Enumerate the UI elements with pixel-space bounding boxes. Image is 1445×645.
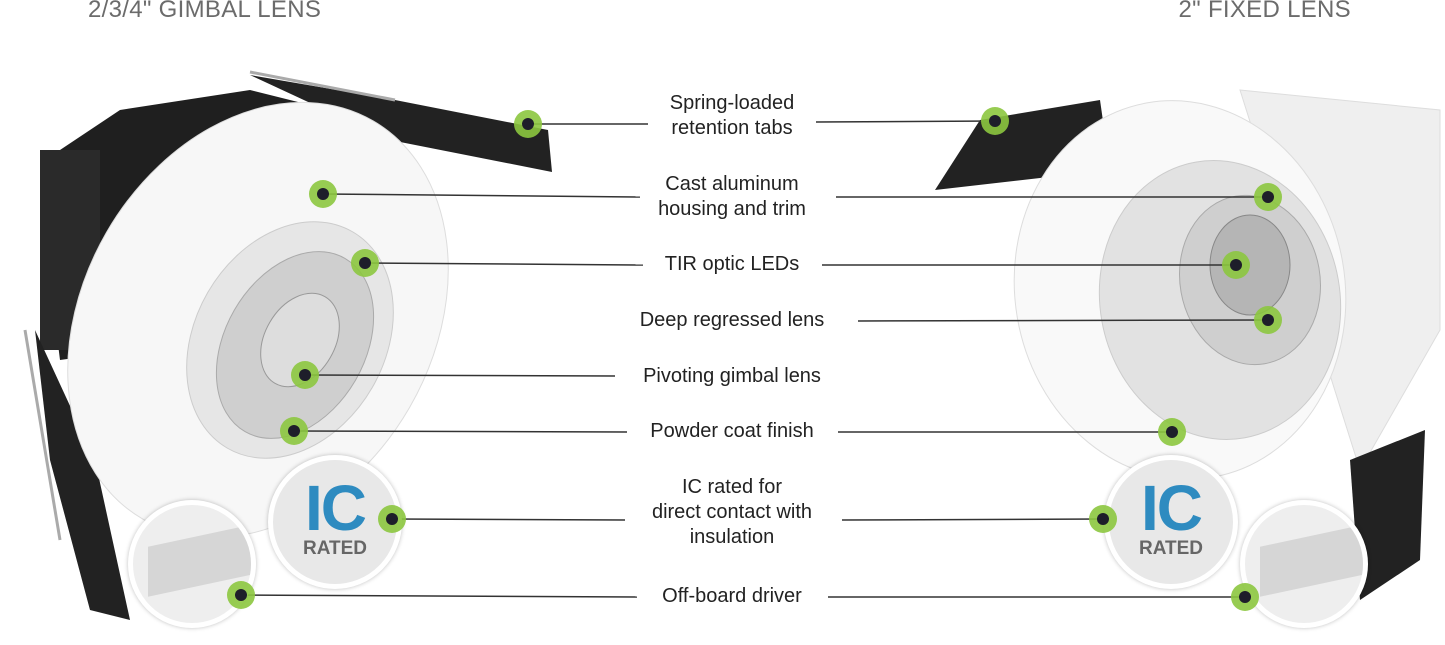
callout-dot	[514, 110, 542, 138]
feature-powder-coat: Powder coat finish	[650, 420, 814, 442]
callout-dot	[227, 581, 255, 609]
callout-dot	[378, 505, 406, 533]
rated-text: RATED	[1138, 538, 1204, 559]
gimbal-fixture	[23, 70, 552, 620]
callout-dot	[981, 107, 1009, 135]
callout-dot	[1231, 583, 1259, 611]
callout-dot	[351, 249, 379, 277]
ic-text: IC	[305, 472, 367, 544]
feature-pivoting-gimbal: Pivoting gimbal lens	[643, 365, 821, 387]
callout-dot	[1158, 418, 1186, 446]
callout-dot	[309, 180, 337, 208]
callout-dot	[1254, 183, 1282, 211]
callout-lines	[240, 120, 1269, 598]
callout-dot	[280, 417, 308, 445]
rated-text: RATED	[302, 538, 368, 559]
callout-dot	[1254, 306, 1282, 334]
callout-dot	[291, 361, 319, 389]
feature-off-board-driver: Off-board driver	[662, 585, 802, 607]
callout-dot	[1089, 505, 1117, 533]
gimbal-lens-title: 2/3/4" GIMBAL LENS	[88, 0, 322, 23]
driver-image-right	[1240, 500, 1368, 628]
callout-dot	[1222, 251, 1250, 279]
ic-text: IC	[1141, 472, 1203, 544]
ic-rated-badge-right: IC RATED	[1104, 455, 1238, 589]
fixed-lens-title: 2" FIXED LENS	[1178, 0, 1351, 23]
feature-tir-optic: TIR optic LEDs	[664, 253, 800, 275]
feature-deep-regressed: Deep regressed lens	[639, 309, 825, 331]
